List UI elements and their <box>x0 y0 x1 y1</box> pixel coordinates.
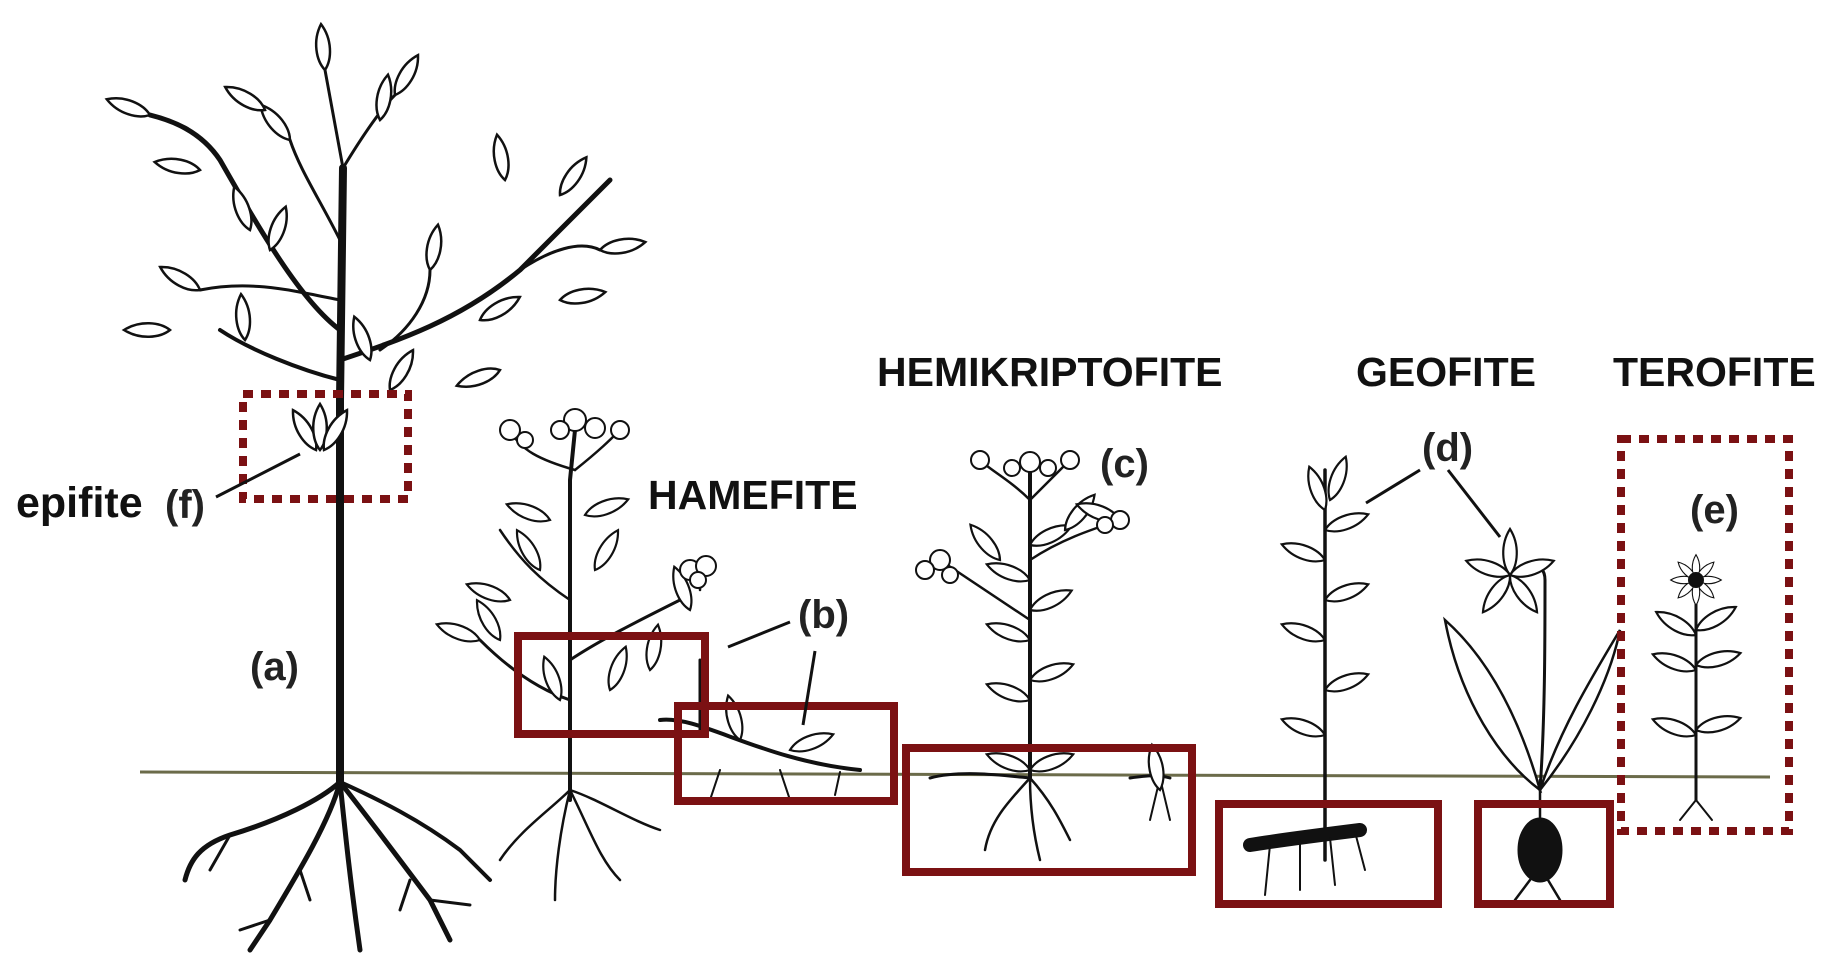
leader-b-2 <box>803 651 815 725</box>
code-e: (e) <box>1690 490 1739 530</box>
geophyte-box-1 <box>1219 804 1438 904</box>
code-d: (d) <box>1422 428 1473 468</box>
leader-d-1 <box>1366 470 1420 503</box>
geophyte-plant-2 <box>1445 565 1620 900</box>
code-a: (a) <box>250 647 299 687</box>
label-terofite: TEROFITE <box>1613 352 1816 393</box>
leader-d-2 <box>1448 470 1500 537</box>
code-b: (b) <box>798 595 849 635</box>
leader-b-1 <box>728 622 790 647</box>
label-hemikriptofite: HEMIKRIPTOFITE <box>877 352 1222 393</box>
hemicryptophyte-plant <box>930 460 1170 860</box>
label-geofite: GEOFITE <box>1356 352 1536 393</box>
leader-f <box>216 454 300 497</box>
therophyte-flower <box>1671 555 1722 606</box>
code-f: (f) <box>165 485 205 525</box>
label-epifite: epifite <box>16 482 143 525</box>
label-hamefite: HAMEFITE <box>648 475 858 516</box>
code-c: (c) <box>1100 444 1149 484</box>
chamaephyte-leaves <box>434 493 835 756</box>
tree-leaves <box>104 24 646 394</box>
